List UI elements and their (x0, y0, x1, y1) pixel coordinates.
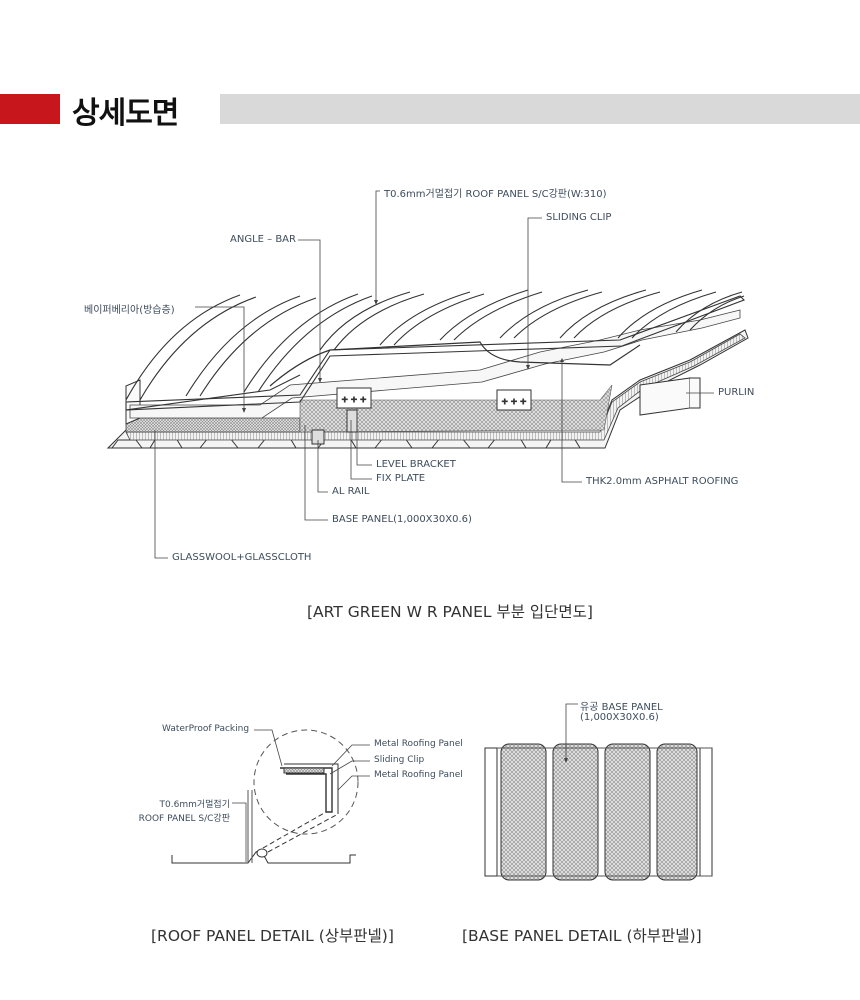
label-base-panel-detail-line2: (1,000X30X0.6) (580, 712, 659, 723)
label-sliding-clip: SLIDING CLIP (546, 212, 612, 223)
header-gray-bar (220, 94, 860, 124)
label-glasswool: GLASSWOOL+GLASSCLOTH (172, 552, 312, 563)
label-al-rail: AL RAIL (332, 486, 370, 497)
roof-detail-leaders (232, 729, 370, 862)
svg-text:+ + +: + + + (501, 397, 526, 406)
label-waterproof-packing: WaterProof Packing (162, 724, 250, 734)
label-level-bracket: LEVEL BRACKET (376, 459, 456, 470)
label-sliding-clip-detail: Sliding Clip (374, 755, 425, 765)
main-diagram-caption: [ART GREEN W R PANEL 부분 입단면도] (307, 603, 593, 621)
header-red-bar (0, 94, 60, 124)
base-detail-caption: [BASE PANEL DETAIL (하부판넬)] (462, 927, 702, 945)
glasswool-layer (125, 333, 746, 441)
label-roof-panel-detail-line2: ROOF PANEL S/C강판 (138, 814, 230, 824)
label-vapor-barrier: 베이퍼베리아(방습층) (84, 305, 175, 316)
roof-detail-caption: [ROOF PANEL DETAIL (상부판넬)] (151, 927, 394, 945)
label-metal-roofing-panel-1: Metal Roofing Panel (374, 739, 463, 749)
label-base-panel-detail-line1: 유공 BASE PANEL (580, 702, 663, 713)
label-fix-plate: FIX PLATE (376, 473, 426, 484)
page-title: 상세도면 (72, 96, 179, 131)
label-purlin: PURLIN (718, 387, 755, 398)
label-asphalt-roofing: THK2.0mm ASPHALT ROOFING (586, 476, 739, 487)
roof-panel-detail-drawing (171, 729, 359, 864)
label-roof-panel-detail-line1: T0.6mm거멀접기 (159, 800, 230, 810)
leader-lines (154, 190, 714, 559)
label-base-panel: BASE PANEL(1,000X30X0.6) (332, 514, 472, 525)
level-brackets: + + + + + + (311, 387, 532, 445)
svg-text:+ + +: + + + (341, 395, 366, 404)
base-panel-detail-drawing (484, 743, 713, 881)
label-roof-panel: T0.6mm거멀접기 ROOF PANEL S/C강판(W:310) (384, 189, 607, 200)
roof-panels (125, 289, 745, 411)
label-metal-roofing-panel-2: Metal Roofing Panel (374, 770, 463, 780)
label-angle-bar: ANGLE – BAR (230, 234, 296, 245)
